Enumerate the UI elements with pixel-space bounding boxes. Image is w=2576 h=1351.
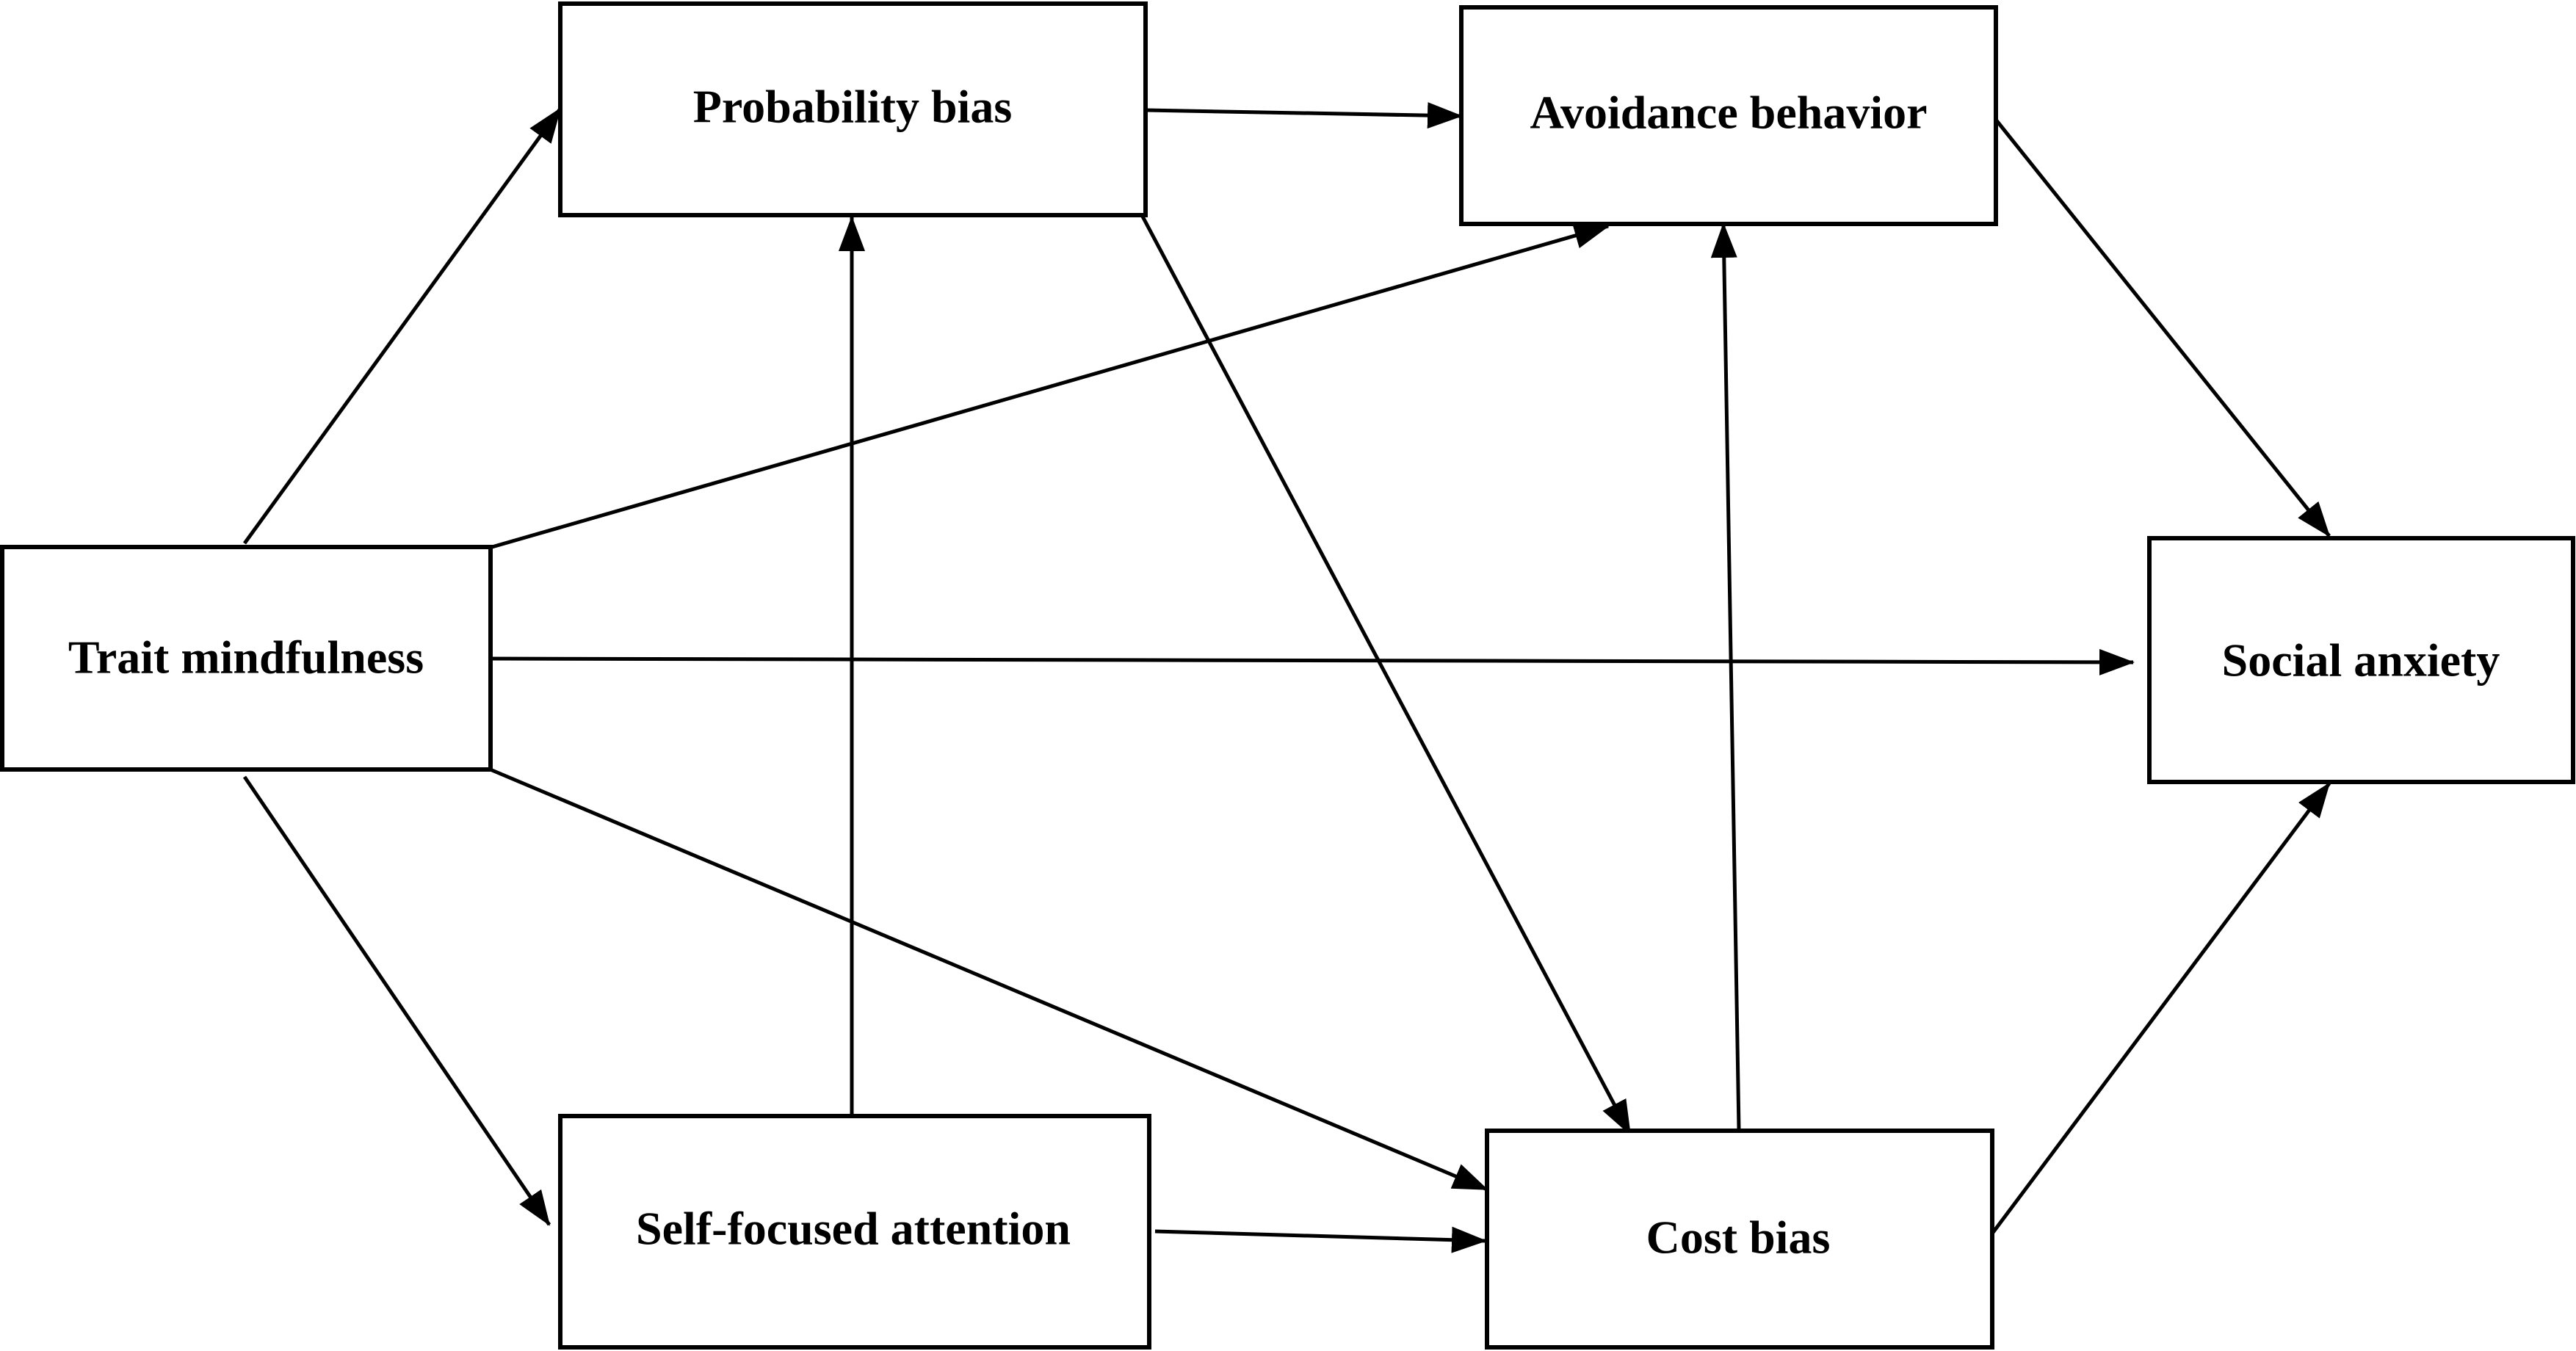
node-social-anxiety: Social anxiety <box>2147 536 2575 784</box>
edge-trait-to-probability <box>242 107 562 545</box>
edge-trait-to-avoidance <box>491 222 1610 549</box>
node-cost-bias: Cost bias <box>1485 1129 1994 1350</box>
node-box <box>558 1114 1151 1350</box>
node-label: Self-focused attention <box>636 1203 1071 1255</box>
node-probability-bias: Probability bias <box>558 1 1148 217</box>
node-label: Social anxiety <box>2222 634 2500 687</box>
edges <box>242 102 2331 1253</box>
node-label: Trait mindfulness <box>68 631 424 684</box>
node-trait-mindfulness: Trait mindfulness <box>0 545 493 772</box>
node-box <box>2147 536 2575 784</box>
node-self-focused-attention: Self-focused attention <box>558 1114 1151 1350</box>
edge-trait-to-self-focused <box>242 775 551 1226</box>
node-box <box>558 1 1148 217</box>
edge-trait-to-cost-bias <box>491 768 1488 1192</box>
edge-cost-bias-to-social-anxiety <box>1990 782 2331 1235</box>
edge-cost-bias-to-avoidance <box>1710 222 1741 1130</box>
node-box <box>1485 1129 1994 1350</box>
node-box <box>1459 5 1998 226</box>
edge-probability-to-avoidance <box>1145 102 1463 129</box>
node-label: Probability bias <box>693 81 1012 133</box>
node-label: Avoidance behavior <box>1530 87 1927 139</box>
node-label: Cost bias <box>1646 1211 1831 1264</box>
node-avoidance-behavior: Avoidance behavior <box>1459 5 1998 226</box>
edge-trait-to-social-anxiety <box>491 648 2135 676</box>
edge-avoidance-to-social-anxiety <box>1994 118 2331 537</box>
edge-probability-to-cost-bias <box>1140 214 1632 1136</box>
edge-self-focused-to-cost-bias <box>1154 1226 1487 1253</box>
node-box <box>0 545 493 772</box>
